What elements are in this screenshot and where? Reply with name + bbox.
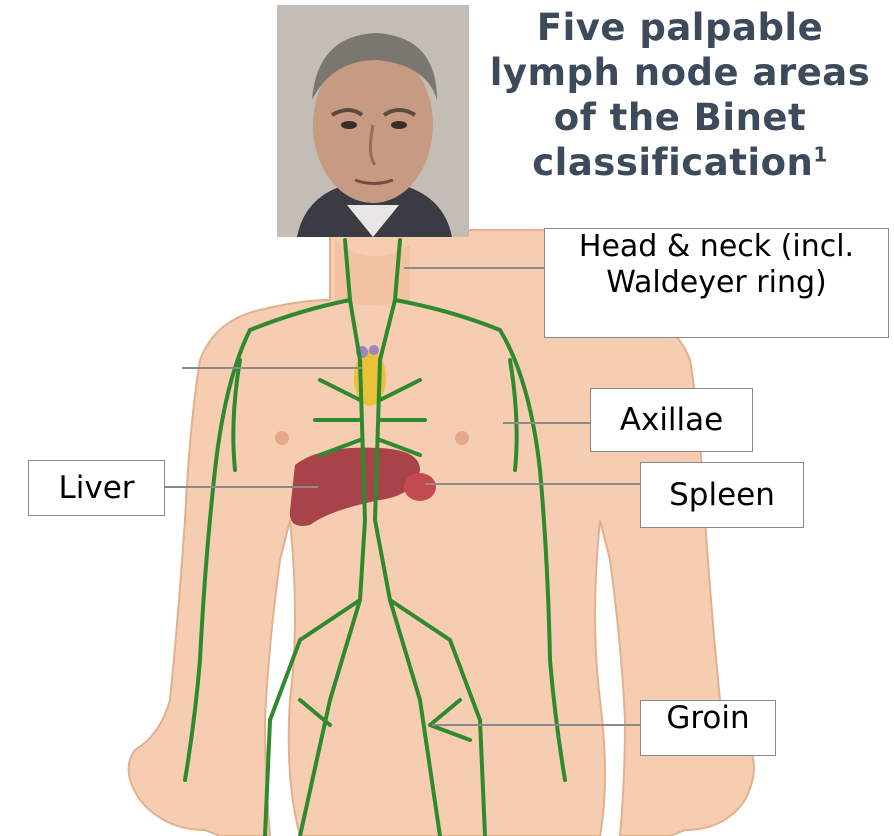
label-axillae: Axillae bbox=[590, 388, 753, 452]
footnote-marker: 1 bbox=[813, 143, 827, 167]
slide-title: Five palpable lymph node areas of the Bi… bbox=[470, 5, 890, 185]
label-spleen: Spleen bbox=[640, 462, 804, 528]
label-groin: Groin bbox=[640, 700, 776, 756]
portrait-photo bbox=[277, 5, 469, 237]
spleen-organ bbox=[404, 473, 436, 501]
label-liver: Liver bbox=[28, 460, 165, 516]
label-head-neck: Head & neck (incl. Waldeyer ring) bbox=[544, 228, 889, 338]
